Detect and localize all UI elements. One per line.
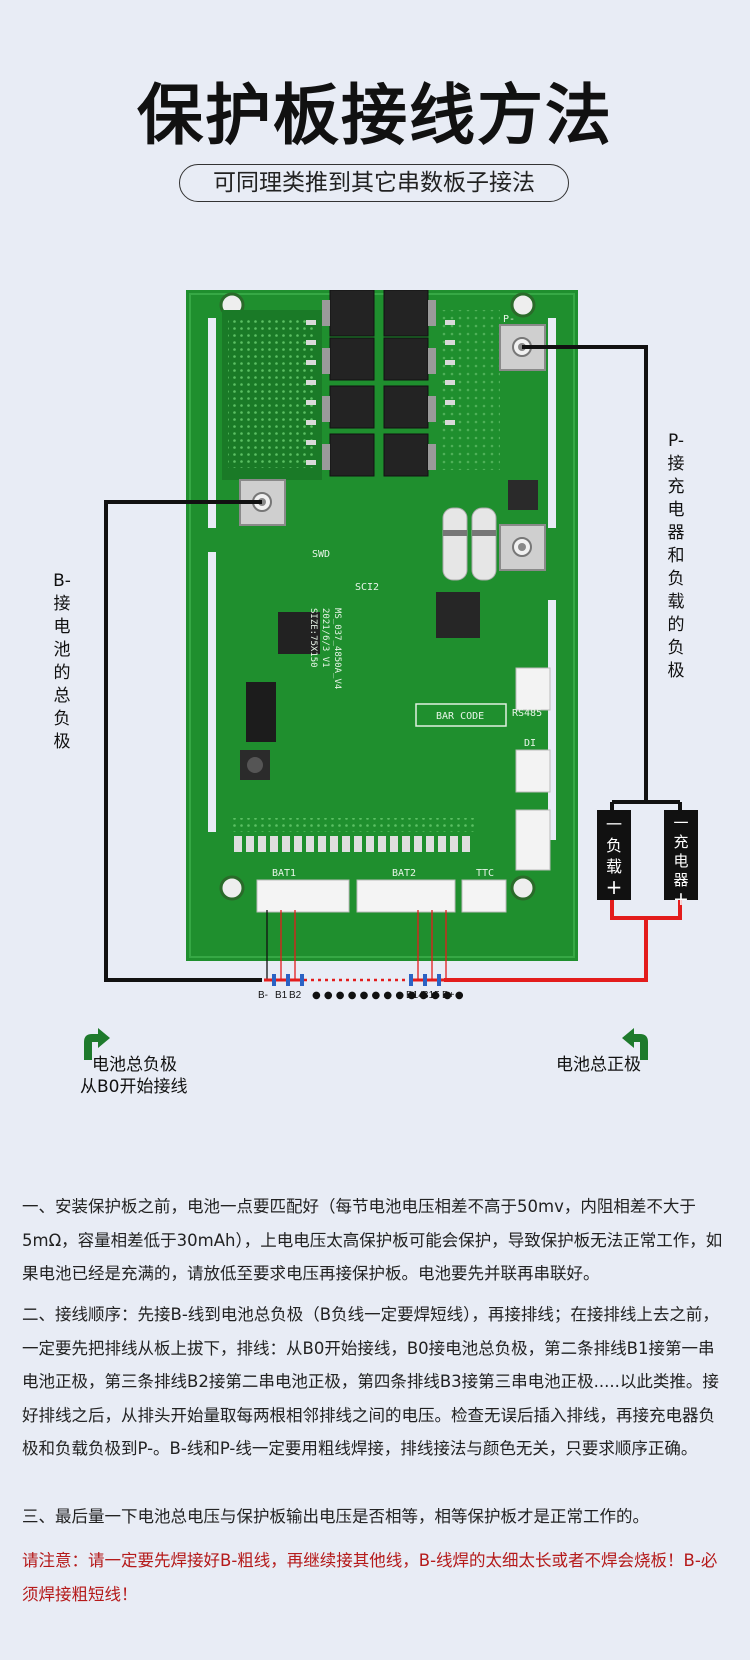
- wire-label-b-minus: B-: [258, 990, 268, 1001]
- mosfet-array: [329, 289, 429, 477]
- terminal-2: [499, 524, 546, 571]
- battery-chain: [264, 974, 446, 986]
- mcu-chip: [278, 612, 320, 654]
- pcb-slot-left-lower: [208, 552, 216, 832]
- wiring-diagram-svg: SWD SCI2 RS485 DI BAT1 BAT2 TTC BAR CODE…: [84, 289, 698, 1060]
- label-di: DI: [524, 738, 536, 749]
- b-minus-wire: [104, 500, 262, 982]
- label-sci2: SCI2: [355, 582, 379, 593]
- via-grid-right: [440, 310, 500, 470]
- via-grid-left: [228, 318, 316, 468]
- load-box: [597, 810, 631, 900]
- instruction-3: 三、最后量一下电池总电压与保护板输出电压是否相等，相等保护板才是正常工作的。: [22, 1507, 649, 1526]
- wire-label-b15: B15: [422, 990, 440, 1001]
- b-plus-wire: [444, 918, 648, 982]
- balance-resistors: [234, 836, 470, 852]
- label-size: SIZE:75X150: [308, 608, 318, 668]
- bat2-connector: [356, 879, 456, 913]
- b-minus-label: B-接电池的总负极: [53, 571, 71, 752]
- charger-plus: +: [673, 888, 689, 910]
- pcb-edge: [189, 293, 575, 958]
- neg-pole-line2: 从B0开始接线: [80, 1077, 188, 1097]
- rs485-connector: [515, 667, 551, 711]
- charger-box-text: 一 充电器 +: [664, 814, 698, 909]
- label-ttc: TTC: [476, 868, 494, 879]
- label-model: MS_037_4850A_V4: [332, 608, 342, 689]
- label-date: 2021/6/3 V1: [320, 608, 330, 668]
- can-connector: [515, 809, 551, 871]
- charger-label: 充电器: [673, 833, 689, 889]
- neg-pole-arrow-icon: [84, 1028, 110, 1060]
- p-minus-label: P-接充电器和负载的负极: [667, 431, 685, 681]
- neg-pole-line1: 电池总负极: [92, 1055, 177, 1075]
- load-box-text: 一 负载 +: [597, 814, 631, 898]
- wire-label-b2: B2: [289, 990, 302, 1001]
- label-bat1: BAT1: [272, 868, 296, 879]
- bat1-connector: [256, 879, 350, 913]
- pos-pole-arrow-icon: [622, 1028, 648, 1060]
- load-label: 负载: [605, 836, 622, 876]
- regulator-chip: [436, 592, 480, 638]
- label-bat2: BAT2: [392, 868, 416, 879]
- charger-minus: 一: [673, 814, 689, 832]
- flash-chip: [246, 682, 276, 742]
- p-minus-wire: [522, 345, 648, 802]
- balance-wires: [266, 910, 447, 980]
- label-rs485: RS485: [512, 708, 542, 719]
- instruction-1: 一、安装保护板之前，电池一点要匹配好（每节电池电压相差不高于50mv，内阻相差不…: [22, 1197, 723, 1283]
- load-plus: +: [605, 875, 623, 899]
- pos-pole-label: 电池总正极: [556, 1055, 641, 1075]
- wire-label-b14: B14: [406, 990, 424, 1001]
- sot-chip: [508, 480, 538, 510]
- ttc-connector: [461, 879, 507, 913]
- load-minus: 一: [605, 815, 622, 834]
- label-p-pad: P-: [503, 314, 515, 325]
- warning-text: 请注意：请一定要先焊接好B-粗线，再继续接其他线，B-线焊的太细太长或者不焊会烧…: [22, 1551, 718, 1604]
- wire-label-b-plus: B+: [442, 990, 455, 1001]
- bar-code-area: [415, 703, 507, 727]
- smd-resistors: [306, 320, 455, 465]
- balance-row-top: [232, 818, 474, 832]
- page-title: 保护板接线方法: [137, 77, 613, 154]
- pcb-slot-left: [208, 318, 216, 528]
- wire-label-b1: B1: [275, 990, 288, 1001]
- instruction-2: 二、接线顺序：先接B-线到电池总负极（B负线一定要焊短线），再接排线；在接排线上…: [22, 1305, 719, 1458]
- charger-box: [664, 810, 698, 900]
- label-swd: SWD: [312, 549, 330, 560]
- subtitle-pill: 可同理类推到其它串数板子接法: [179, 164, 569, 202]
- di-connector: [515, 749, 551, 793]
- wiring-diagram: SWD SCI2 RS485 DI BAT1 BAT2 TTC BAR CODE…: [0, 289, 750, 1097]
- label-bar-code: BAR CODE: [436, 711, 484, 722]
- pcb-slot-right-lower: [548, 600, 556, 840]
- pcb-slot-right: [548, 318, 556, 528]
- power-resistors: [442, 507, 497, 581]
- neg-pole-label: 电池总负极 从B0开始接线: [80, 1054, 187, 1098]
- wire-labels-ellipsis: ● ● ● ● ● ● ● ● ● ● ● ● ●: [312, 990, 464, 1001]
